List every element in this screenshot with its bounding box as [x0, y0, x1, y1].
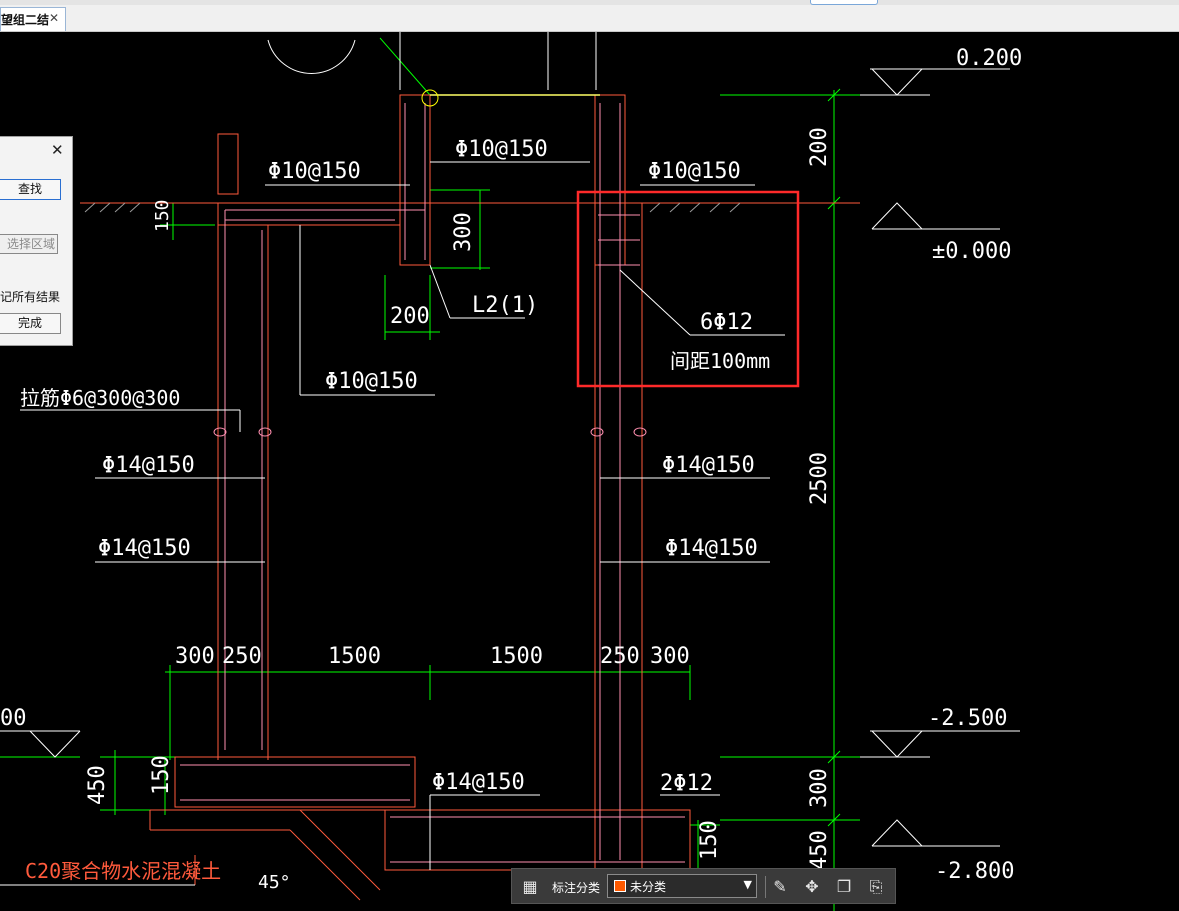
dim-300-beam: 300 [451, 212, 476, 252]
close-icon[interactable]: ✕ [51, 141, 64, 159]
dim-150-bottom: 150 [697, 820, 722, 860]
dim-150-top: 150 [152, 199, 173, 232]
rebar-label-1: Φ10@150 [268, 159, 361, 184]
edit-icon[interactable]: ✎ [773, 877, 787, 896]
rebar-label-2: Φ10@150 [455, 137, 548, 162]
rebar-label-8: Φ14@150 [665, 536, 758, 561]
drawing-tab[interactable]: 望组二结 ✕ [0, 7, 66, 31]
leader-lines [0, 32, 785, 886]
dim-150-left: 150 [149, 755, 174, 795]
beam-label: L2(1) [472, 293, 538, 318]
done-button[interactable]: 完成 [0, 313, 61, 334]
cad-drawing[interactable]: 0.200 ±0.000 -2.500 -2.800 00 Φ10@150 Φ1… [0, 32, 1179, 911]
dim-bottom-3: 1500 [328, 644, 381, 669]
rebar-label-4: Φ10@150 [325, 369, 418, 394]
paste-icon[interactable]: ⎘ [869, 877, 883, 896]
category-label: 标注分类 [552, 881, 601, 895]
tab-bar: 望组二结 ✕ [0, 0, 1179, 32]
category-color-swatch [614, 880, 626, 892]
rebar-label-6: Φ14@150 [662, 453, 755, 478]
dim-200-right: 200 [807, 127, 832, 167]
rebar-lines [180, 103, 685, 863]
elevation-markers [0, 68, 1020, 847]
dim-bottom-6: 300 [650, 644, 690, 669]
dim-bottom-2: 250 [222, 644, 262, 669]
rebar-label-7: Φ14@150 [98, 536, 191, 561]
rebar-label-9: Φ14@150 [432, 770, 525, 795]
dim-2500: 2500 [807, 452, 832, 505]
dim-bottom-1: 300 [175, 644, 215, 669]
dimension-lines [0, 37, 860, 911]
elevation-ground-text: ±0.000 [932, 239, 1011, 264]
dim-300-right: 300 [807, 768, 832, 808]
category-selected-text: 未分类 [630, 880, 667, 894]
grid-icon[interactable]: ▦ [522, 877, 538, 896]
wall-outlines [0, 94, 691, 901]
dim-450-right: 450 [807, 830, 832, 870]
copy-icon[interactable]: ❐ [836, 877, 852, 896]
angle-label: 45° [258, 872, 291, 893]
tab-label: 望组二结 [1, 13, 50, 27]
tab-strip [0, 0, 1179, 5]
category-select[interactable]: 未分类 ▼ [607, 874, 757, 898]
elevation-top-text: 0.200 [956, 46, 1022, 71]
dim-bottom-5: 250 [600, 644, 640, 669]
bar-count-label: 6Φ12 [700, 310, 753, 335]
rebar-label-3: Φ10@150 [648, 159, 741, 184]
move-icon[interactable]: ✥ [805, 877, 819, 896]
tie-label: 拉筋Φ6@300@300 [20, 386, 180, 410]
bottom-bar-label: 2Φ12 [660, 771, 713, 796]
annotation-toolbar: ▦ 标注分类 未分类 ▼ ✎ ✥ ❐ ⎘ [511, 868, 896, 904]
drawing-labels: 0.200 ±0.000 -2.500 -2.800 00 Φ10@150 Φ1… [0, 46, 1022, 893]
find-dialog: ✕ 查找 选择区域 记所有结果 完成 [0, 136, 73, 346]
spacing-label: 间距100mm [670, 349, 770, 373]
dim-200-beam: 200 [390, 304, 430, 329]
chevron-down-icon: ▼ [743, 878, 752, 891]
concrete-label: C20聚合物水泥混凝土 [25, 859, 221, 883]
elevation-bottom-text: -2.800 [935, 859, 1014, 884]
mark-all-results-text[interactable]: 记所有结果 [0, 290, 61, 304]
dim-bottom-4: 1500 [490, 644, 543, 669]
inactive-tab-indicator[interactable] [810, 0, 878, 5]
toolbar-divider [765, 876, 766, 898]
close-icon[interactable]: ✕ [49, 11, 60, 25]
find-button[interactable]: 查找 [0, 179, 61, 200]
elevation-floor-text: -2.500 [928, 706, 1007, 731]
ground-hatch [84, 202, 741, 213]
select-area-button[interactable]: 选择区域 [0, 234, 58, 254]
dim-450-left: 450 [85, 765, 110, 805]
rebar-label-5: Φ14@150 [102, 453, 195, 478]
highlight-box [576, 190, 800, 388]
elevation-left-text: 00 [0, 706, 27, 731]
